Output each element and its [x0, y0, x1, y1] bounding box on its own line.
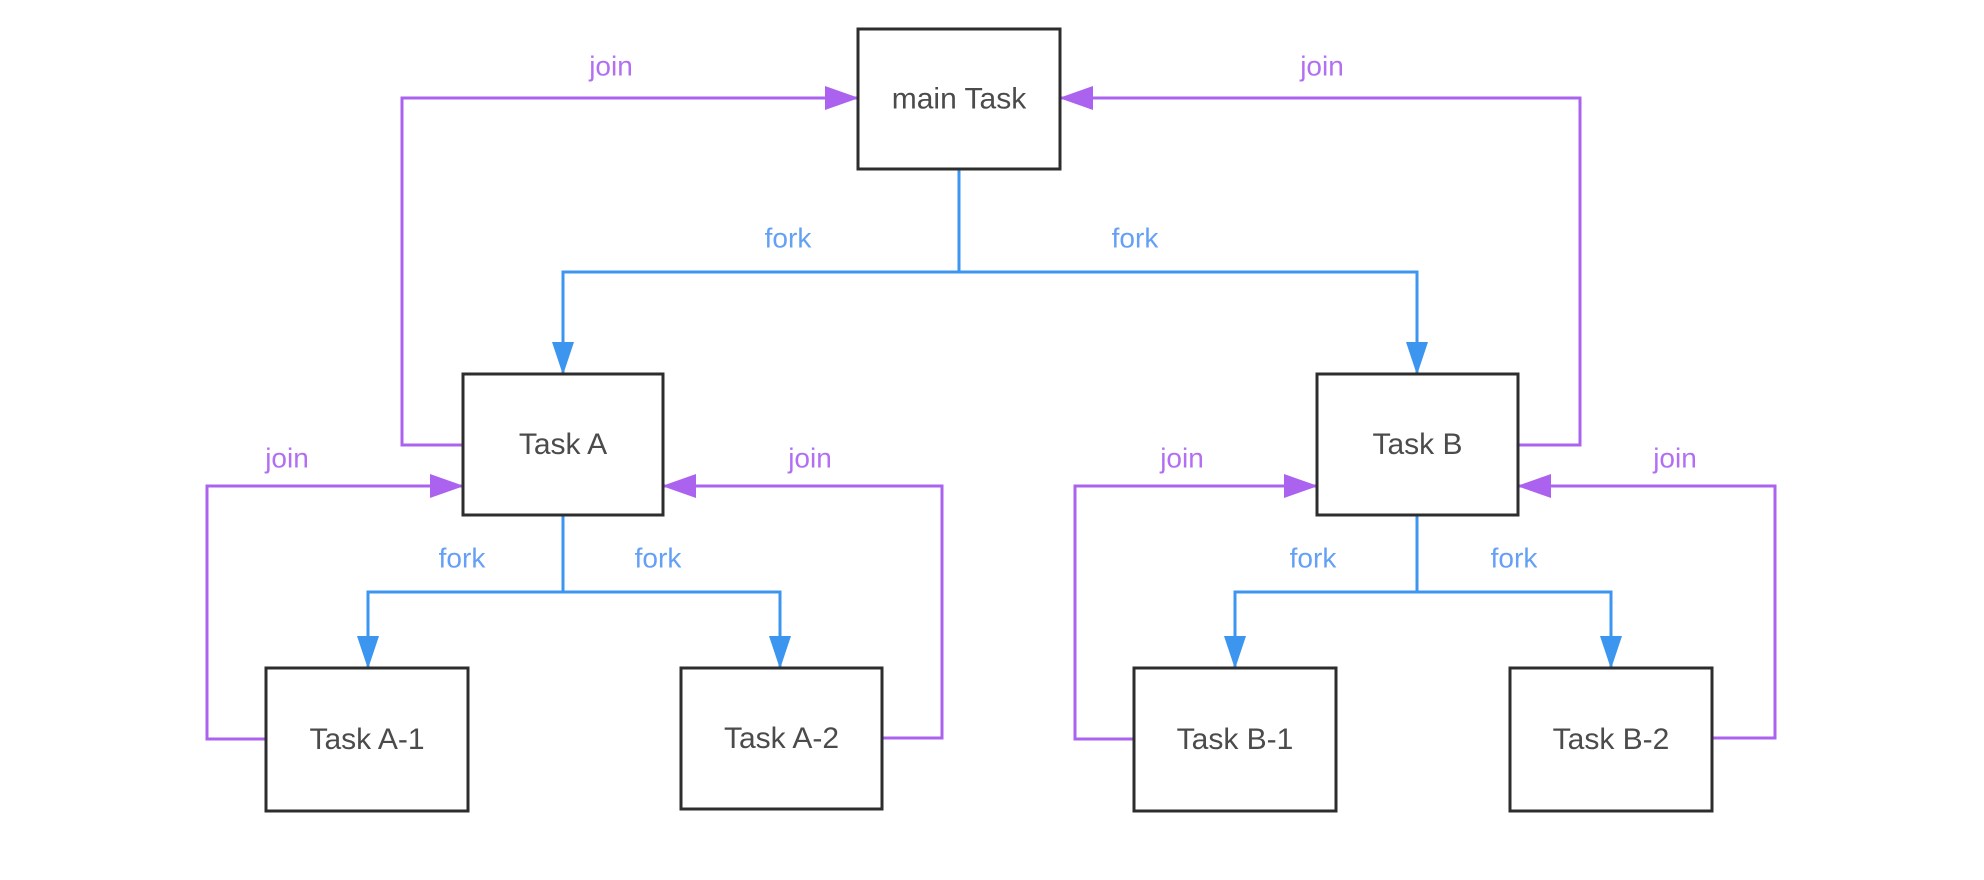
edge-fork-task-b-to-b-2 [1415, 515, 1622, 669]
edge-label-join-a-1-to-task-a: join [264, 443, 309, 474]
edge-label-join-task-b-to-main: join [1299, 51, 1344, 82]
edge-label-fork-main-to-task-a: fork [765, 223, 813, 254]
edge-fork-main-to-task-b [957, 169, 1428, 375]
node-task-b-1: Task B-1 [1132, 666, 1338, 813]
node-box-task-a-2 [679, 666, 884, 811]
node-task-a-2: Task A-2 [679, 666, 884, 811]
edge-label-fork-task-a-to-a-1: fork [439, 543, 487, 574]
node-task-a: Task A [461, 372, 665, 517]
node-main-task: main Task [856, 27, 1062, 171]
edge-join-a-1-to-task-a [205, 474, 464, 741]
node-task-b: Task B [1315, 372, 1520, 517]
edge-label-join-b-1-to-task-b: join [1159, 443, 1204, 474]
edge-join-task-b-to-main [1059, 86, 1582, 447]
node-task-a-1: Task A-1 [264, 666, 470, 813]
node-box-task-b-1 [1132, 666, 1338, 813]
edge-label-join-b-2-to-task-b: join [1652, 443, 1697, 474]
edge-label-fork-task-b-to-b-1: fork [1290, 543, 1338, 574]
node-label-task-a-2: Task A-2 [724, 722, 839, 755]
edge-label-fork-task-b-to-b-2: fork [1491, 543, 1539, 574]
node-label-task-b-1: Task B-1 [1177, 723, 1294, 756]
edge-join-b-1-to-task-b [1073, 474, 1318, 741]
node-label-task-b: Task B [1372, 428, 1462, 461]
node-box-task-a-1 [264, 666, 470, 813]
node-box-task-a [461, 372, 665, 517]
edge-label-fork-task-a-to-a-2: fork [635, 543, 683, 574]
edge-label-join-a-2-to-task-a: join [787, 443, 832, 474]
edge-fork-task-b-to-b-1 [1224, 515, 1419, 669]
edge-fork-task-a-to-a-2 [561, 515, 791, 669]
node-label-main-task: main Task [892, 83, 1028, 116]
node-task-b-2: Task B-2 [1508, 666, 1714, 813]
edges-layer [205, 86, 1777, 741]
node-label-task-b-2: Task B-2 [1553, 723, 1670, 756]
edge-labels-layer: join join fork fork join join join join fork fork… [264, 51, 1697, 574]
node-box-main-task [856, 27, 1062, 171]
edge-label-join-task-a-to-main: join [588, 51, 633, 82]
edge-fork-main-to-task-a [552, 169, 961, 375]
edge-fork-task-a-to-a-1 [357, 515, 565, 669]
edge-join-task-a-to-main [400, 86, 859, 447]
node-label-task-a-1: Task A-1 [309, 723, 424, 756]
edge-join-a-2-to-task-a [662, 474, 944, 740]
node-label-task-a: Task A [519, 428, 607, 461]
node-box-task-b [1315, 372, 1520, 517]
node-box-task-b-2 [1508, 666, 1714, 813]
edge-join-b-2-to-task-b [1517, 474, 1777, 740]
edge-label-fork-main-to-task-b: fork [1112, 223, 1160, 254]
